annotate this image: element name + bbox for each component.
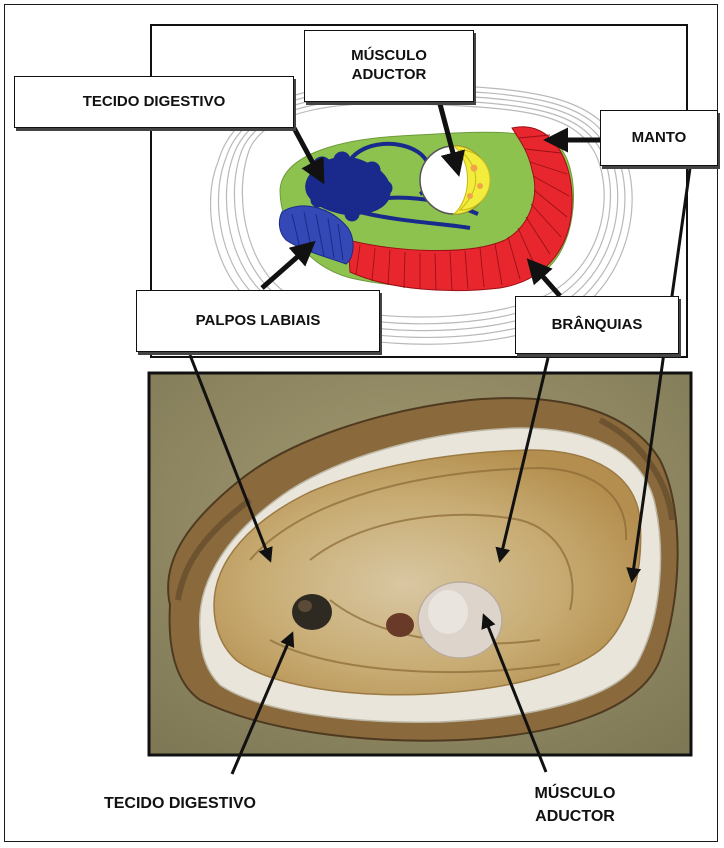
label-tecido-digestivo-bottom: TECIDO DIGESTIVO xyxy=(76,792,284,815)
label-tecido-digestivo-top: TECIDO DIGESTIVO xyxy=(14,76,294,128)
digestive-dark-spot xyxy=(292,594,332,630)
label-branquias: BRÂNQUIAS xyxy=(515,296,679,354)
label-musculo-aductor-bottom: MÚSCULO ADUCTOR xyxy=(500,782,650,828)
heart-cavity xyxy=(386,613,414,637)
label-manto: MANTO xyxy=(600,110,718,166)
label-musculo-aductor-top: MÚSCULO ADUCTOR xyxy=(304,30,474,102)
label-palpos-labiais: PALPOS LABIAIS xyxy=(136,290,380,352)
